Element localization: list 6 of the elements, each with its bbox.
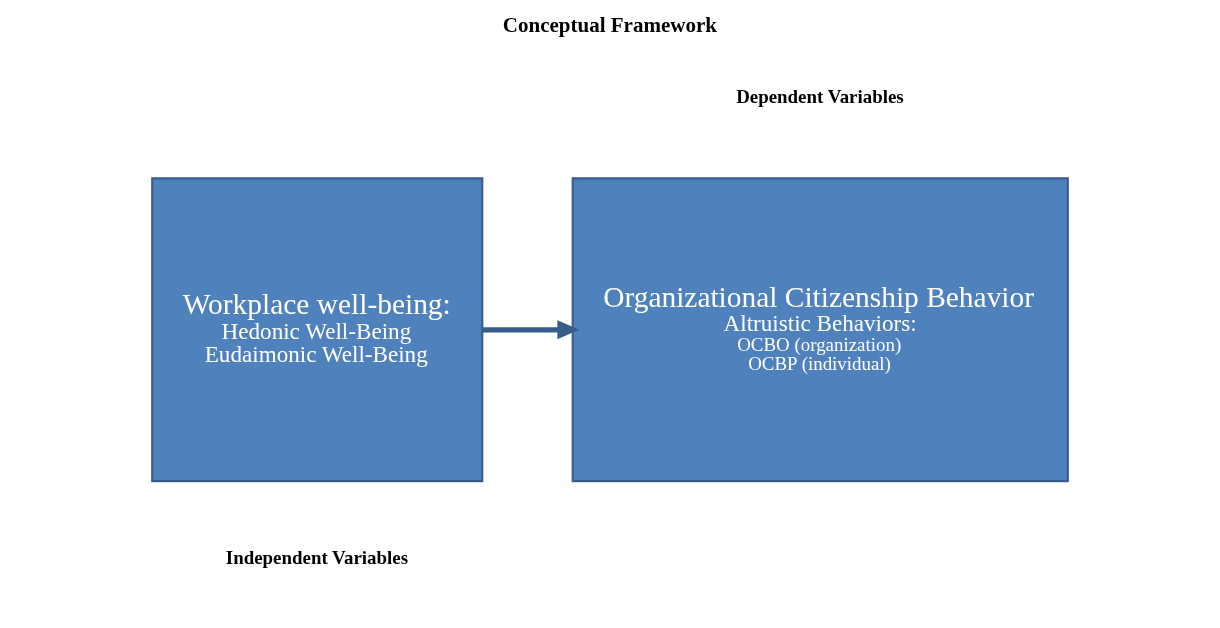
arrow (482, 320, 580, 340)
diagram-title: Conceptual Framework (502, 13, 717, 38)
node-box: Organizational Citizenship Behavior Altruistic Behaviors: OCBO (organization) OCBP (individual) (571, 177, 1069, 483)
node-box: Workplace well-being: Hedonic Well-Being Eudaimonic Well-Being (151, 177, 484, 483)
label: Independent Variables (225, 546, 409, 568)
label: Dependent Variables (736, 86, 904, 108)
